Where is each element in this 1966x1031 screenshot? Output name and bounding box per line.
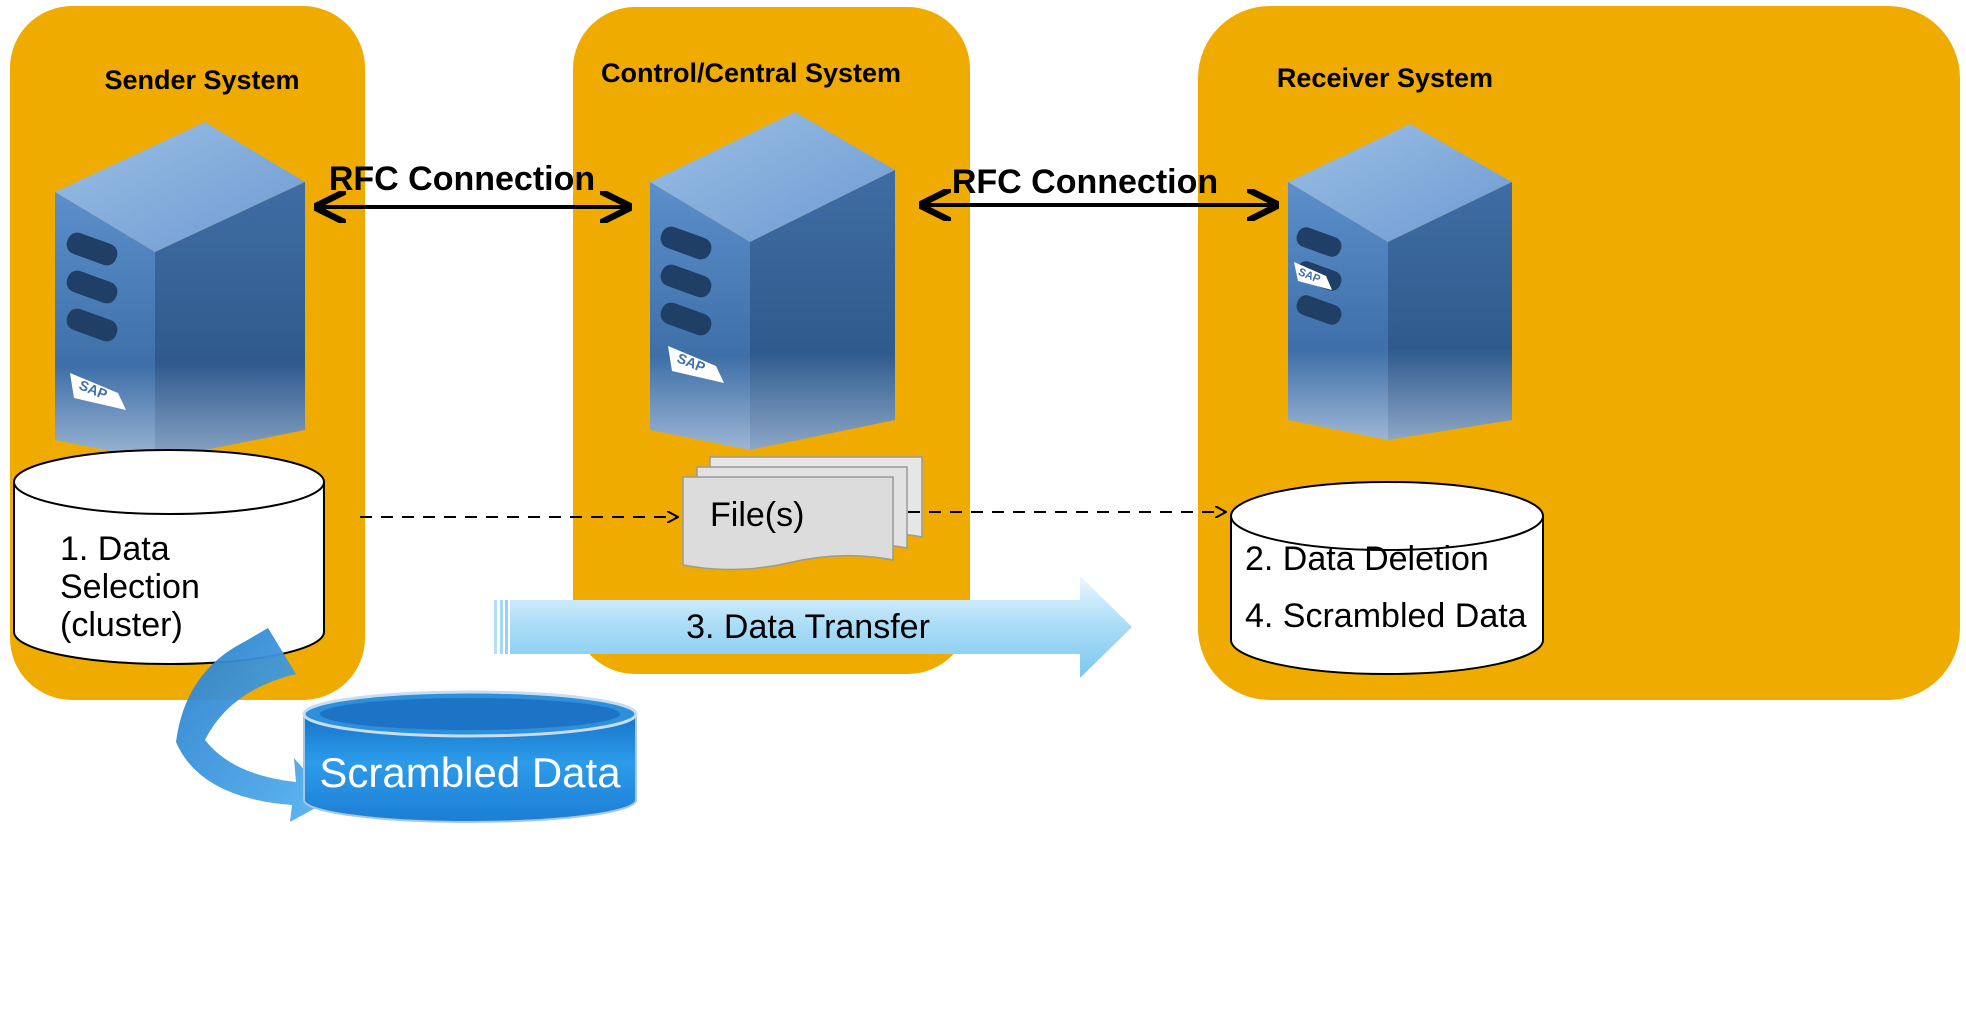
left-rfc-label: RFC Connection: [329, 160, 595, 198]
scrambled-data-label: Scrambled Data: [319, 749, 621, 796]
sender-title: Sender System: [104, 65, 299, 95]
receiver-server-icon: SAP: [1288, 124, 1512, 440]
right-rfc-label: RFC Connection: [952, 163, 1218, 201]
receiver-title: Receiver System: [1277, 63, 1493, 93]
data-transfer-label: 3. Data Transfer: [686, 608, 930, 646]
sender-db-line-3: (cluster): [60, 606, 183, 644]
scrambled-data-database: [302, 690, 638, 823]
receiver-db-line-2: 4. Scrambled Data: [1245, 597, 1527, 635]
receiver-db-line-1: 2. Data Deletion: [1245, 540, 1489, 578]
sender-db-line-1: 1. Data: [60, 530, 170, 568]
central-title: Control/Central System: [601, 58, 901, 88]
files-label: File(s): [710, 496, 804, 534]
curved-arrow-icon: [176, 628, 330, 822]
data-transfer-arrow: [494, 576, 1132, 678]
sender-db-line-2: Selection: [60, 568, 200, 606]
sender-server-icon: SAP: [55, 122, 305, 460]
sender-database: [13, 449, 325, 665]
files-document-icon: [682, 456, 923, 571]
central-server-icon: SAP: [650, 112, 895, 450]
receiver-database: [1230, 481, 1544, 675]
